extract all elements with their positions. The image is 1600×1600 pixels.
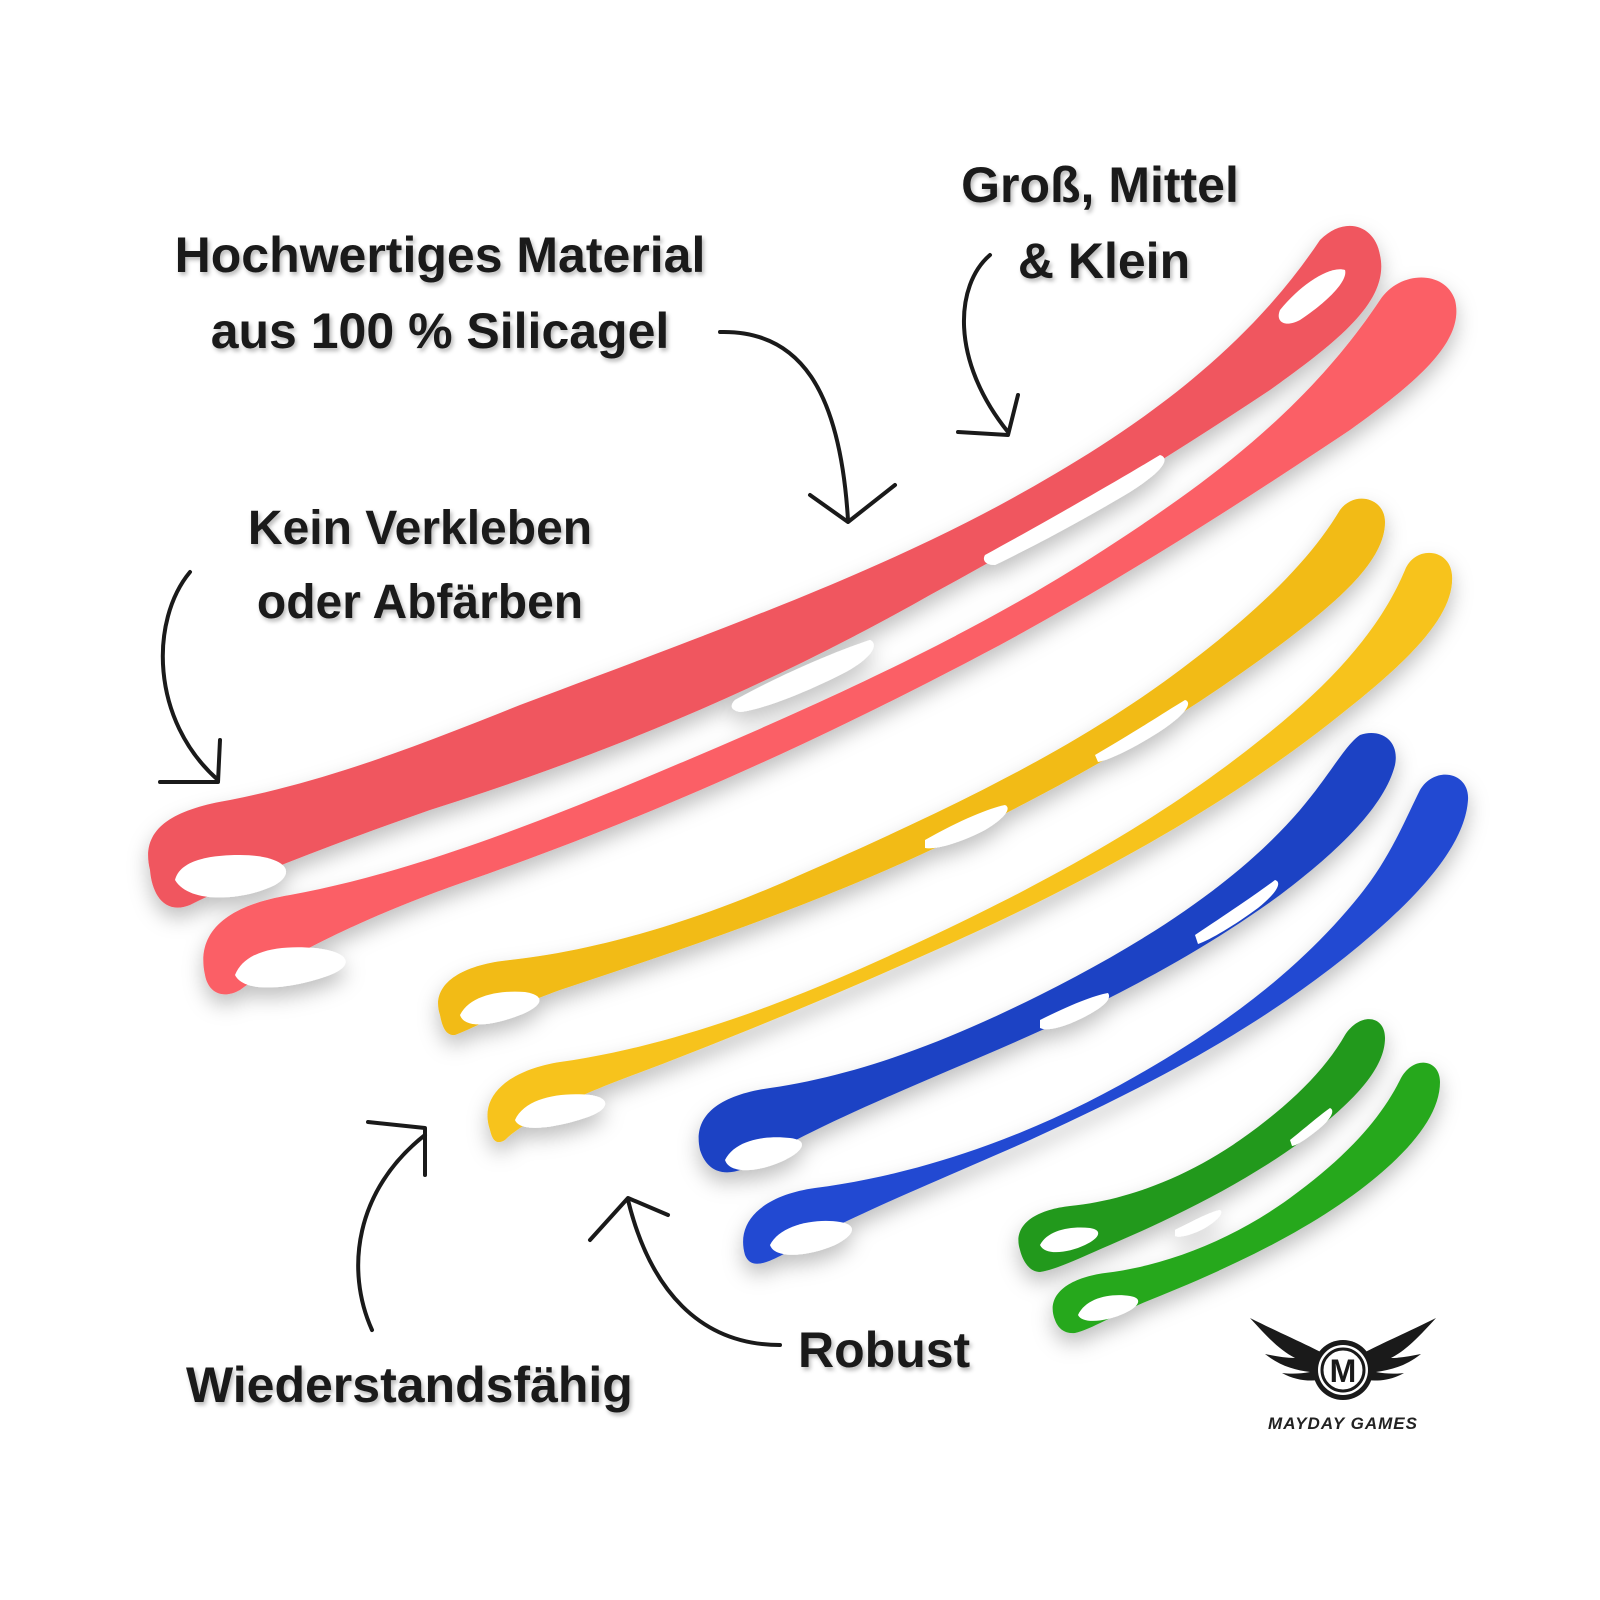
arrowhead-sizes xyxy=(956,393,1020,437)
winged-m-emblem-icon: M xyxy=(1250,1318,1436,1400)
material-caption-line-1: Hochwertiges Material xyxy=(174,227,706,283)
sticky-caption: Kein Verkleben oder Abfärben xyxy=(220,505,620,653)
arrowhead-material xyxy=(808,483,897,524)
material-caption: Hochwertiges Material aus 100 % Silicage… xyxy=(150,230,730,382)
arrow-resistant xyxy=(356,1133,427,1332)
sizes-caption-line-1: Groß, Mittel xyxy=(961,157,1239,213)
blue-band xyxy=(698,733,1469,1264)
robust-caption: Robust xyxy=(798,1322,971,1378)
sticky-caption-line-1: Kein Verkleben xyxy=(247,502,593,555)
arrows xyxy=(158,253,1020,1347)
green-band xyxy=(1018,1019,1440,1334)
arrowhead-sticky xyxy=(158,738,222,784)
arrow-sizes xyxy=(961,253,1010,434)
material-caption-line-2: aus 100 % Silicagel xyxy=(210,303,670,359)
logo-letter: M xyxy=(1330,1353,1357,1389)
sticky-caption-line-2: oder Abfärben xyxy=(256,576,584,629)
arrow-sticky xyxy=(160,570,220,782)
sizes-caption-line-2: & Klein xyxy=(1017,233,1191,289)
sizes-caption: Groß, Mittel & Klein xyxy=(945,160,1255,312)
arrow-material xyxy=(718,329,850,522)
arrow-robust xyxy=(626,1198,782,1347)
resistant-caption: Wiederstandsfähig xyxy=(186,1357,633,1413)
red-band xyxy=(148,225,1457,995)
yellow-band xyxy=(438,498,1453,1143)
arrowhead-resistant xyxy=(366,1120,427,1177)
arrowhead-robust xyxy=(588,1196,670,1242)
mayday-games-logo: M MAYDAY GAMES xyxy=(1250,1310,1436,1440)
logo-brand-text: MAYDAY GAMES xyxy=(1268,1414,1418,1433)
